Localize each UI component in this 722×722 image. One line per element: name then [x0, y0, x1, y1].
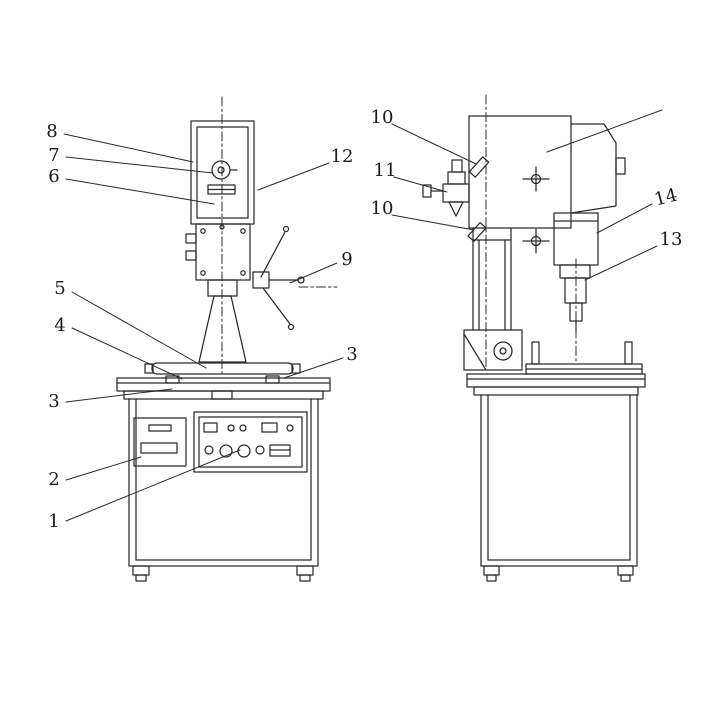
front-tabletop — [116, 377, 331, 400]
leader-13 — [584, 245, 658, 281]
panel-lamp — [239, 424, 247, 432]
panel-knob — [255, 445, 265, 455]
leader-3-left — [65, 388, 173, 403]
callout-11: 11 — [374, 160, 397, 181]
callout-14: 14 — [652, 185, 679, 211]
side-view — [422, 94, 646, 582]
side-cabinet — [480, 394, 638, 567]
side-base-bracket — [463, 329, 523, 371]
panel-knob — [237, 444, 251, 458]
panel-lamp — [227, 424, 235, 432]
leader-14 — [596, 203, 653, 234]
front-horn — [198, 295, 247, 363]
front-slide-bracket — [185, 223, 251, 281]
side-fitting-lower — [467, 222, 487, 242]
front-control-panel — [193, 411, 308, 473]
callout-10-upper: 10 — [371, 107, 394, 128]
leader-head — [546, 109, 663, 153]
machine-drawing: 8 7 6 5 4 3 2 1 9 12 3 10 11 10 14 13 — [46, 94, 682, 582]
leader-7 — [65, 156, 214, 174]
panel-knob — [204, 445, 214, 455]
callout-labels: 8 7 6 5 4 3 2 1 9 12 3 10 11 10 14 13 — [46, 107, 682, 532]
leader-11 — [393, 176, 448, 193]
side-horn — [559, 258, 591, 362]
callout-5: 5 — [54, 278, 65, 299]
side-column — [472, 227, 512, 331]
side-tabletop — [466, 373, 646, 396]
callout-3-left: 3 — [48, 391, 59, 412]
side-air-regulator — [422, 159, 470, 217]
side-knob — [615, 157, 626, 175]
panel-lamp — [286, 424, 294, 432]
leader-12 — [257, 162, 330, 191]
front-head-housing — [190, 120, 255, 225]
side-converter — [553, 212, 599, 266]
plate-clamp-right — [265, 375, 280, 384]
front-feet — [132, 565, 314, 582]
front-lever-assembly — [252, 225, 338, 331]
side-head-housing — [468, 115, 626, 254]
panel-indicator — [203, 422, 218, 433]
leader-1 — [65, 449, 241, 522]
leader-2 — [65, 456, 142, 481]
front-work-plate — [144, 362, 301, 384]
leader-10-lower — [391, 214, 475, 231]
leader-10-upper — [391, 123, 477, 165]
panel-meter — [261, 422, 278, 433]
callout-2: 2 — [48, 469, 59, 490]
front-cabinet — [128, 398, 319, 567]
leader-6 — [65, 178, 215, 205]
callout-leader-lines — [63, 109, 663, 522]
leader-4 — [71, 327, 183, 380]
callout-10-lower: 10 — [371, 198, 394, 219]
leader-8 — [63, 133, 194, 163]
callout-8: 8 — [46, 121, 57, 142]
callout-1: 1 — [48, 511, 59, 532]
leader-3-right — [283, 357, 344, 379]
side-feet — [483, 565, 634, 582]
callout-12: 12 — [331, 146, 354, 167]
panel-knob — [219, 444, 233, 458]
callout-7: 7 — [48, 145, 59, 166]
table-center-boss — [211, 390, 233, 400]
leader-9 — [289, 262, 338, 284]
side-fixture — [525, 341, 643, 375]
callout-6: 6 — [48, 166, 59, 187]
door-slot — [140, 442, 178, 454]
callout-4: 4 — [54, 315, 65, 336]
callout-9: 9 — [341, 249, 352, 270]
callout-3-right: 3 — [346, 344, 357, 365]
front-dial-window — [211, 160, 231, 180]
callout-13: 13 — [660, 229, 683, 250]
leader-5 — [71, 291, 207, 369]
front-door — [133, 417, 187, 467]
front-view — [116, 96, 338, 582]
